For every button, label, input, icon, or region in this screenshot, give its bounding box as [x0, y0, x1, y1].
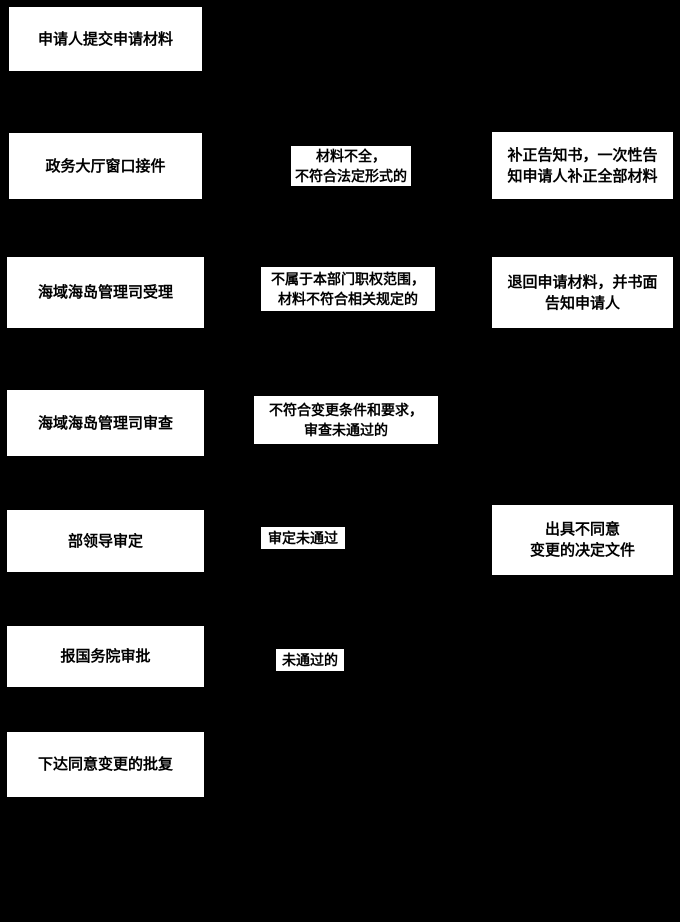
label-out-of-scope: 不属于本部门职权范围， 材料不符合相关规定的 [261, 267, 435, 311]
label-line: 审定未通过 [268, 530, 338, 546]
label-line: 不属于本部门职权范围， [271, 271, 425, 287]
node-label: 海域海岛管理司审查 [37, 414, 173, 432]
node-label: 报国务院审批 [60, 648, 151, 665]
label-line: 未通过的 [282, 652, 338, 668]
node-sea-area-dept-acceptance: 海域海岛管理司受理 [7, 257, 204, 328]
node-ministry-leader-approval: 部领导审定 [7, 510, 204, 572]
node-service-hall-window-reception: 政务大厅窗口接件 [9, 133, 202, 199]
node-line: 补正告知书，一次性告 [507, 146, 658, 164]
node-line: 知申请人补正全部材料 [507, 167, 658, 185]
node-disagree-decision: 出具不同意 变更的决定文件 [492, 505, 673, 575]
node-label: 申请人提交申请材料 [37, 30, 173, 48]
node-line: 告知申请人 [544, 294, 620, 312]
label-line: 审查未通过的 [304, 422, 388, 438]
label-line: 材料不符合相关规定的 [278, 291, 418, 307]
node-label: 部领导审定 [67, 532, 143, 550]
node-applicant-submits-materials: 申请人提交申请材料 [9, 7, 202, 71]
node-return-materials: 退回申请材料，并书面 告知申请人 [492, 257, 673, 328]
label-fails-change-conditions: 不符合变更条件和要求， 审查未通过的 [254, 396, 438, 444]
node-line: 退回申请材料，并书面 [507, 273, 658, 291]
node-line: 出具不同意 [544, 521, 620, 538]
node-label: 下达同意变更的批复 [37, 756, 173, 773]
node-sea-area-dept-review: 海域海岛管理司审查 [7, 390, 204, 456]
label-not-passed: 未通过的 [276, 649, 344, 671]
label-incomplete-materials: 材料不全， 不符合法定形式的 [291, 146, 411, 186]
node-state-council-approval: 报国务院审批 [7, 626, 204, 687]
label-line: 不符合法定形式的 [295, 168, 407, 184]
label-line: 不符合变更条件和要求， [269, 402, 423, 418]
node-label: 政务大厅窗口接件 [45, 157, 166, 175]
label-line: 材料不全， [316, 148, 386, 164]
node-label: 海域海岛管理司受理 [37, 284, 173, 301]
node-line: 变更的决定文件 [529, 542, 635, 559]
node-supplement-notice: 补正告知书，一次性告 知申请人补正全部材料 [492, 132, 673, 199]
label-approval-not-passed: 审定未通过 [261, 527, 345, 549]
node-issue-approval-reply: 下达同意变更的批复 [7, 732, 204, 797]
